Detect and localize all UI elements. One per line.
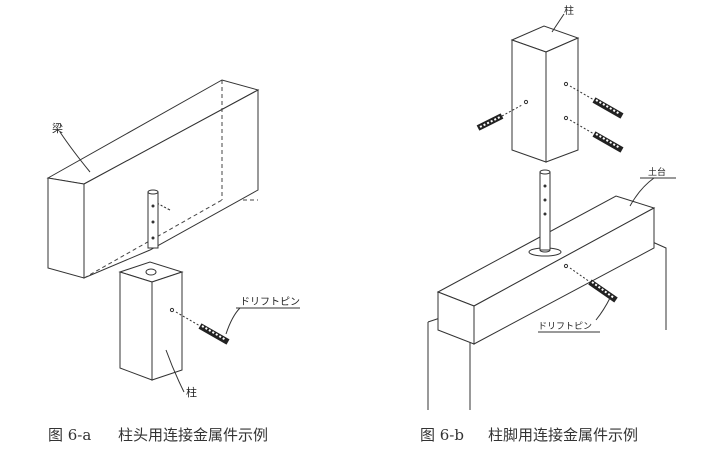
column-label-leader-b [551,13,565,33]
figure-6a: 梁 ドリフトピン 柱 图 6-a 柱头用连接金属件示例 [46,79,300,444]
figure-6b: 柱 土台 ドリフトピン 图 6-b 柱脚用连接金属件示例 [420,4,676,444]
caption-num-b: 图 6-b [420,426,464,444]
column-a [118,261,184,381]
sill-label-leader [629,177,655,207]
column-a-drift-pin [175,311,230,345]
caption-text-b: 柱脚用连接金属件示例 [488,426,638,444]
beam-label-leader [59,131,91,173]
column-label-b: 柱 [564,4,574,17]
caption-text-a: 柱头用连接金属件示例 [118,426,268,444]
sill-label: 土台 [648,166,666,178]
beam-label: 梁 [52,121,63,135]
caption-num-a: 图 6-a [48,426,91,444]
drift-pin-label-b: ドリフトピン [538,321,592,332]
pin-label-leader-b [595,297,611,321]
column-label-leader-a [165,349,185,393]
anchor-rod [528,169,562,257]
pin-label-leader-a [225,307,241,335]
column-head-tube [147,189,159,249]
column-b-drift-pins [476,85,624,153]
column-b [510,25,580,163]
beam [46,79,260,279]
column-label-a: 柱 [186,385,197,399]
drift-pin-label-a: ドリフトピン [240,296,300,308]
sill-drift-pin [569,267,618,303]
